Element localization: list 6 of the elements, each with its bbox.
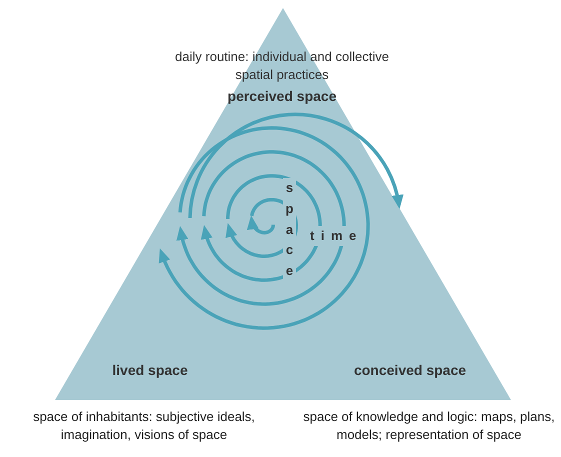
axis-label: space <box>283 178 296 282</box>
corner-label: lived space <box>111 361 189 380</box>
corner-label: conceived space <box>352 361 468 380</box>
node-label: space of inhabitants: subjective ideals, imagination, visions of space <box>32 408 256 444</box>
triangle <box>55 8 511 400</box>
node-label: space of knowledge and logic: maps, plans, models; representation of space <box>302 408 556 444</box>
